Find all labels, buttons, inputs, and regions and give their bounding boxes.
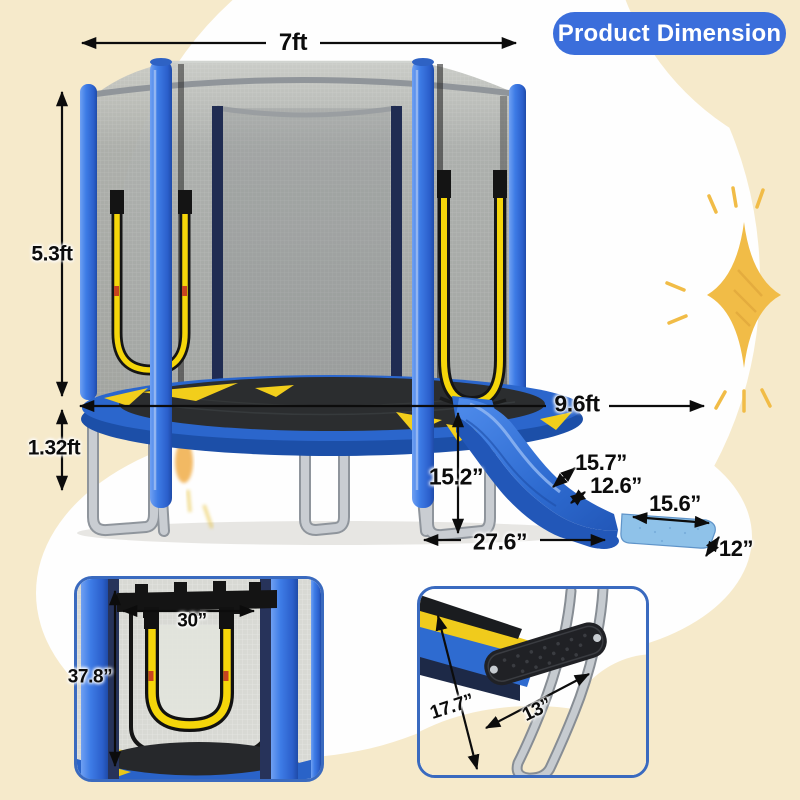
dim-door-height-label: 37.8” [67,666,113,688]
ladder-detail-inset [417,586,649,778]
ladder-detail-photo [420,589,646,775]
dim-slide-height-label: 15.2” [428,463,484,490]
inset-door-pole [271,579,298,779]
dim-mat-width-label: 12” [718,536,754,561]
dim-slide-upper-label: 15.7” [575,450,627,475]
dim-slide-lower-label: 12.6” [590,473,642,498]
dim-mat-length-label: 15.6” [649,491,701,516]
door-detail-photo [77,579,321,779]
ladder-step [484,622,607,686]
dim-base-height-label: 1.32ft [27,436,81,460]
dim-frame-width-label: 7ft [278,29,308,56]
dim-door-width-label: 30” [177,610,207,632]
dim-base-width-label: 27.6” [472,528,528,555]
inset-door-pole [81,579,108,779]
dim-total-length-label: 9.6ft [554,390,600,417]
dim-net-height-label: 5.3ft [31,242,73,266]
product-dimension-badge: Product Dimension [553,12,786,55]
